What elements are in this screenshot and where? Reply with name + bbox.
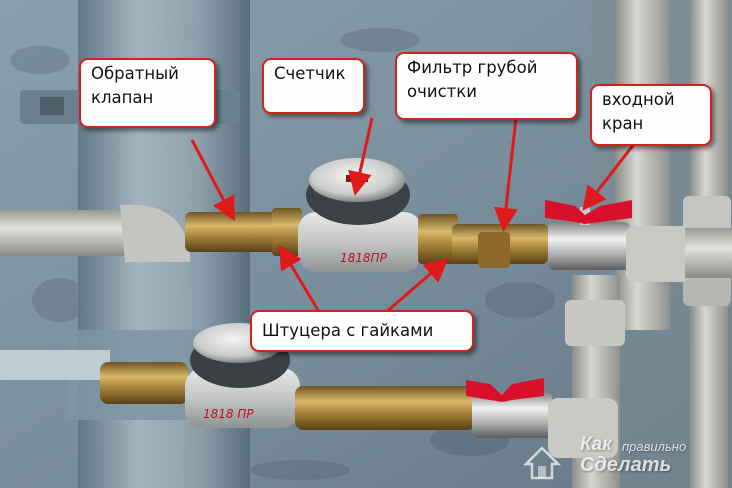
watermark-line-1: Как	[580, 434, 612, 455]
upper-outlet-fitting	[626, 226, 690, 282]
callout-check-valve-line-2: клапан	[91, 88, 154, 107]
callout-check-valve: Обратный клапан	[79, 58, 216, 128]
lower-brass-run	[295, 386, 475, 430]
arrow-inlet-valve	[582, 143, 636, 211]
arrow-fitting-left	[278, 244, 320, 311]
callout-coarse-filter-line-1: Фильтр грубой	[407, 58, 538, 77]
lower-ball-valve	[472, 392, 552, 438]
callout-check-valve-line-1: Обратный	[91, 64, 179, 83]
top-meter-body	[298, 212, 422, 272]
upper-valve-handle	[545, 200, 632, 224]
callout-meter: Счетчик	[262, 58, 365, 114]
annotation-arrows	[190, 117, 636, 316]
upper-nut-2	[418, 214, 458, 264]
watermark-line-1-small: правильно	[622, 439, 687, 454]
lower-elbow	[548, 398, 618, 458]
riser-coupling-2	[683, 272, 731, 306]
arrow-fitting-right	[383, 258, 449, 316]
lower-fitting-left	[100, 362, 188, 404]
bracket-bolt	[40, 97, 64, 115]
arrow-filter	[494, 117, 518, 232]
upper-check-valve	[185, 212, 280, 252]
callout-inlet-valve-line-2: кран	[602, 114, 644, 133]
top-meter-label: 1818ПР	[340, 251, 388, 265]
callout-fittings-line-1: Штуцера с гайками	[262, 321, 434, 340]
lower-valve-handle	[466, 378, 544, 402]
riser-coupling-1	[683, 196, 731, 236]
riser-coupling-3	[565, 300, 625, 346]
callout-fittings: Штуцера с гайками	[250, 310, 474, 352]
bottom-meter-label: 1818 ПР	[203, 407, 254, 421]
callout-inlet-valve-line-1: входной	[602, 90, 675, 109]
upper-ball-valve	[548, 222, 630, 270]
callout-meter-line-1: Счетчик	[274, 64, 346, 83]
callout-inlet-valve: входной кран	[590, 84, 712, 146]
arrow-meter	[348, 117, 374, 196]
upper-nut-1	[272, 208, 302, 256]
watermark-logo-icon	[522, 446, 562, 480]
callout-coarse-filter-line-2: очистки	[407, 82, 477, 101]
callout-coarse-filter: Фильтр грубой очистки	[395, 52, 578, 120]
coarse-filter-plug	[478, 232, 510, 268]
watermark-line-2: Сделать	[580, 454, 672, 476]
lower-glass-tube	[0, 350, 110, 380]
site-watermark: Как правильно Сделать	[520, 434, 730, 484]
arrow-check-valve	[190, 139, 235, 222]
upper-elbow	[120, 204, 190, 262]
upper-outlet-pipe	[685, 228, 732, 278]
